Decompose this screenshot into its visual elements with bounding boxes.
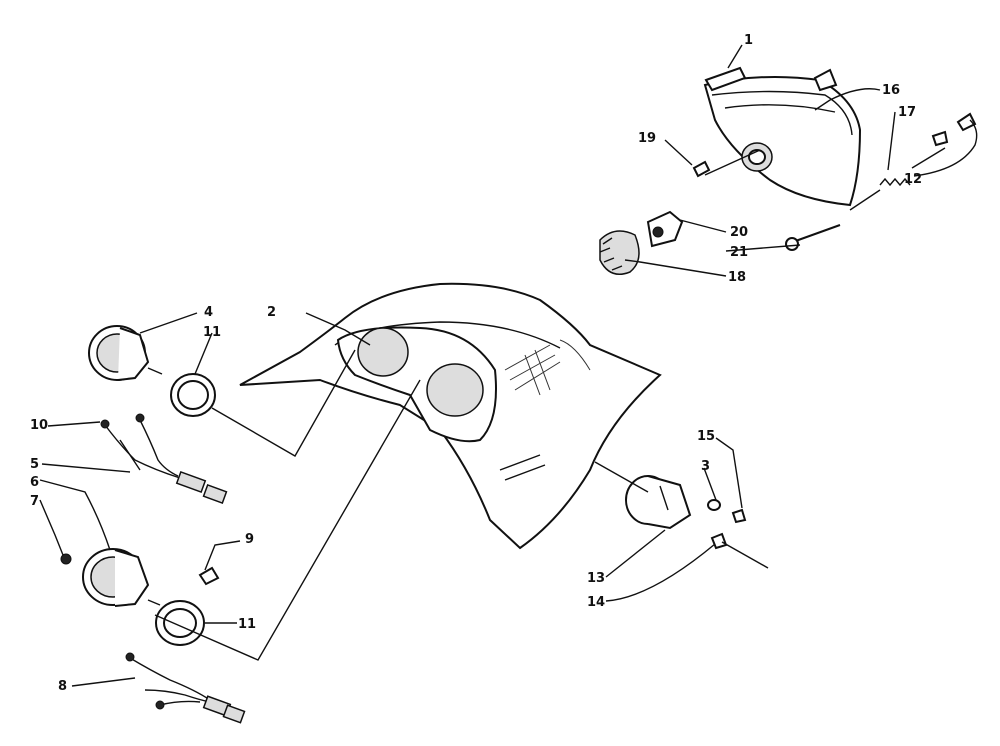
tachometer-opening — [426, 363, 484, 417]
spring-17 — [879, 177, 911, 187]
callout-5: 5 — [30, 457, 39, 472]
callout-17: 17 — [898, 105, 916, 120]
callout-9: 9 — [245, 532, 254, 547]
mounting-bracket — [704, 66, 838, 92]
callout-6: 6 — [30, 475, 39, 490]
callout-7: 7 — [30, 494, 39, 509]
lamp-socket-9 — [198, 566, 220, 586]
hood-console — [239, 282, 662, 550]
callout-11-upper: 11 — [203, 325, 221, 340]
adjuster-knob-12 — [911, 112, 977, 169]
retaining-ring — [599, 230, 640, 275]
callout-4: 4 — [204, 305, 213, 320]
wire-harness-10-5 — [100, 413, 228, 505]
callout-21: 21 — [730, 245, 748, 260]
leader-lines — [39, 44, 978, 687]
speedometer-opening — [357, 327, 409, 377]
callout-15: 15 — [697, 429, 715, 444]
side-light-housing-13 — [625, 475, 692, 530]
callout-3: 3 — [701, 459, 710, 474]
callout-20: 20 — [730, 225, 748, 240]
bezel-ring-lower — [155, 600, 205, 646]
washer-3 — [707, 499, 721, 511]
callout-10: 10 — [30, 418, 48, 433]
callout-1: 1 — [744, 33, 753, 48]
socket-wire-14 — [710, 532, 769, 569]
lamp-bulb-7 — [60, 553, 72, 565]
tachometer-gauge — [82, 548, 161, 607]
callout-13: 13 — [587, 571, 605, 586]
headlight-bulb-socket — [741, 142, 773, 172]
callout-14: 14 — [587, 595, 605, 610]
callout-16: 16 — [882, 83, 900, 98]
callout-2: 2 — [267, 305, 276, 320]
callout-19: 19 — [638, 131, 656, 146]
headlight-bulb — [646, 210, 684, 248]
callout-labels: 1 2 3 4 5 6 7 8 9 10 11 11 12 13 14 15 1… — [30, 33, 922, 694]
callout-18: 18 — [728, 270, 746, 285]
adjuster-screw-19 — [692, 160, 711, 178]
callout-11-lower: 11 — [238, 617, 256, 632]
bezel-ring-upper — [170, 373, 216, 417]
speedometer-gauge — [88, 325, 163, 381]
callout-8: 8 — [58, 679, 67, 694]
wire-harness-8 — [125, 652, 246, 724]
callout-12: 12 — [904, 172, 922, 187]
adjuster-screw-21 — [785, 224, 841, 251]
nut-15 — [731, 508, 747, 524]
